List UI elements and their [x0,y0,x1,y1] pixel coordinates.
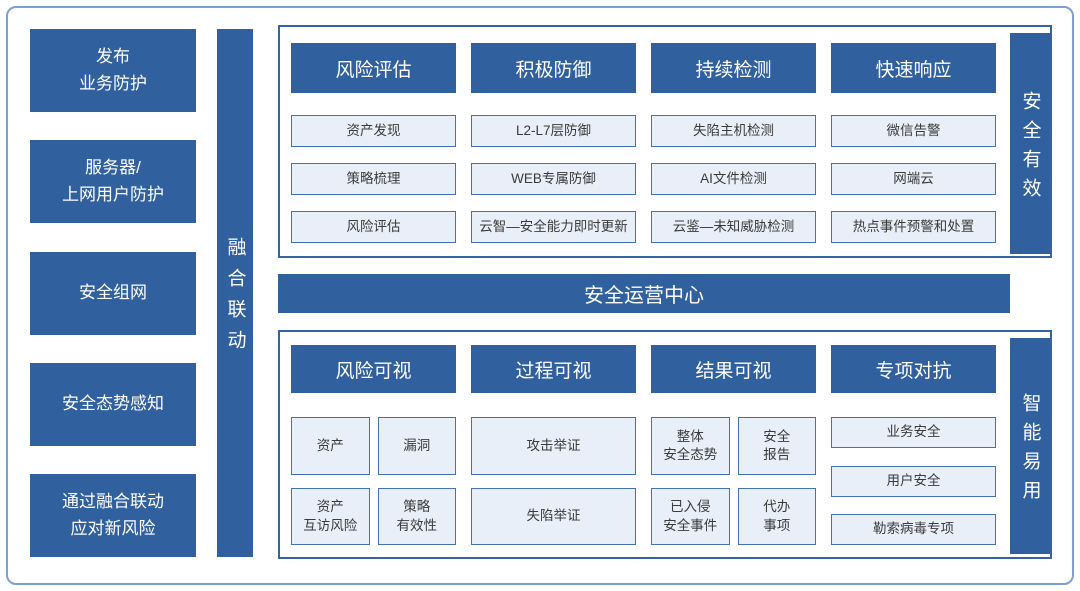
smart-easy-label: 智能易用 [1019,393,1041,509]
column-header-rapid-response: 快速响应 [831,43,996,93]
capability-item: 业务安全 [831,417,996,448]
row: 攻击举证 [471,417,636,475]
column-risk-assessment: 风险评估 资产发现 策略梳理 风险评估 [291,43,456,243]
capability-item: AI文件检测 [651,163,816,195]
sidebar-item-fusion-linkage-response: 通过融合联动 应对新风险 [30,474,196,557]
capability-item: 策略 有效性 [377,488,456,545]
capability-item: 微信告警 [831,115,996,147]
column-header-active-defense: 积极防御 [471,43,636,93]
capability-item: 勒索病毒专项 [831,514,996,545]
column-header-result-visibility: 结果可视 [651,345,816,393]
row: 已入侵 安全事件 代办 事项 [651,488,816,545]
top-panel: 安全有效 风险评估 资产发现 策略梳理 风险评估 积极防御 L2-L7层防御 W… [278,25,1052,258]
row: 资产 互访风险 策略 有效性 [291,488,456,545]
capability-item: 漏洞 [377,417,456,475]
sidebar-item-security-situation-awareness: 安全态势感知 [30,362,196,446]
capability-item: 网端云 [831,163,996,195]
sidebar-item-secure-networking: 安全组网 [30,251,196,335]
row: 整体 安全态势 安全 报告 [651,417,816,475]
column-active-defense: 积极防御 L2-L7层防御 WEB专属防御 云智—安全能力即时更新 [471,43,636,243]
bottom-panel: 智能易用 风险可视 资产 漏洞 资产 互访风险 策略 有效性 过程可视 攻击举证 [278,330,1052,559]
column-risk-visibility: 风险可视 资产 漏洞 资产 互访风险 策略 有效性 [291,345,456,545]
capability-item: 云鉴—未知威胁检测 [651,211,816,243]
capability-item: 失陷主机检测 [651,115,816,147]
fusion-linkage-bar: 融合联动 [217,29,253,557]
thin-item-stack: 业务安全 用户安全 勒索病毒专项 [831,417,996,545]
capability-item: L2-L7层防御 [471,115,636,147]
smart-easy-bar: 智能易用 [1010,338,1050,554]
security-effective-bar: 安全有效 [1010,33,1050,254]
column-result-visibility: 结果可视 整体 安全态势 安全 报告 已入侵 安全事件 代办 事项 [651,345,816,545]
column-process-visibility: 过程可视 攻击举证 失陷举证 [471,345,636,545]
capability-item: 用户安全 [831,465,996,497]
left-column: 发布 业务防护 服务器/ 上网用户防护 安全组网 安全态势感知 通过融合联动 应… [30,29,196,557]
capability-item: 代办 事项 [737,488,816,545]
capability-item: 安全 报告 [737,417,816,475]
security-effective-label: 安全有效 [1019,90,1041,207]
capability-item: 策略梳理 [291,163,456,195]
top-panel-columns: 风险评估 资产发现 策略梳理 风险评估 积极防御 L2-L7层防御 WEB专属防… [291,43,996,243]
capability-item: 云智—安全能力即时更新 [471,211,636,243]
fusion-linkage-label: 融合联动 [224,237,246,361]
capability-item: WEB专属防御 [471,163,636,195]
capability-item: 攻击举证 [471,417,636,475]
capability-item: 整体 安全态势 [651,417,730,475]
capability-item: 资产 互访风险 [291,488,370,545]
row: 资产 漏洞 [291,417,456,475]
sidebar-item-publish-business-protection: 发布 业务防护 [30,29,196,112]
capability-item: 风险评估 [291,211,456,243]
column-header-special-countermeasures: 专项对抗 [831,345,996,393]
security-operations-center-label: 安全运营中心 [584,285,704,307]
column-header-continuous-detection: 持续检测 [651,43,816,93]
bottom-panel-columns: 风险可视 资产 漏洞 资产 互访风险 策略 有效性 过程可视 攻击举证 失陷举证 [291,345,996,545]
column-header-risk-assessment: 风险评估 [291,43,456,93]
capability-item: 已入侵 安全事件 [651,488,730,545]
capability-item: 资产 [291,417,370,475]
capability-item: 资产发现 [291,115,456,147]
column-special-countermeasures: 专项对抗 业务安全 用户安全 勒索病毒专项 [831,345,996,545]
column-header-process-visibility: 过程可视 [471,345,636,393]
column-header-risk-visibility: 风险可视 [291,345,456,393]
row: 失陷举证 [471,488,636,545]
column-continuous-detection: 持续检测 失陷主机检测 AI文件检测 云鉴—未知威胁检测 [651,43,816,243]
sidebar-item-server-user-protection: 服务器/ 上网用户防护 [30,140,196,224]
capability-item: 热点事件预警和处置 [831,211,996,243]
security-operations-center-bar: 安全运营中心 [278,274,1010,313]
capability-item: 失陷举证 [471,488,636,545]
column-rapid-response: 快速响应 微信告警 网端云 热点事件预警和处置 [831,43,996,243]
